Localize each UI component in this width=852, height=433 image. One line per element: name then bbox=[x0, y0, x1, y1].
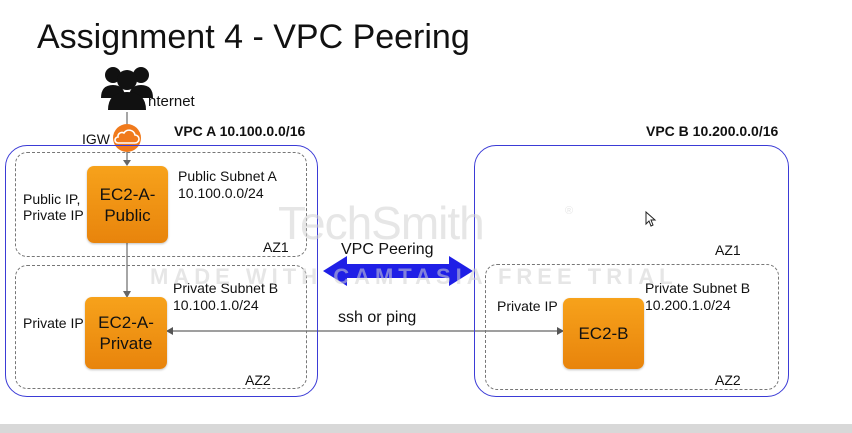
ec2-a-public[interactable]: EC2-A- Public bbox=[87, 166, 168, 243]
ec2-b[interactable]: EC2-B bbox=[563, 298, 644, 369]
public-subnet-a-name: Public Subnet A bbox=[178, 168, 277, 184]
private-subnet-a-box bbox=[15, 265, 307, 389]
mouse-cursor-icon bbox=[645, 210, 657, 227]
vpc-a-label: VPC A 10.100.0.0/16 bbox=[174, 123, 306, 139]
vpc-a-box bbox=[5, 145, 318, 397]
watermark-logo: TechSmith bbox=[278, 197, 485, 249]
private-subnet-b-cidr: 10.200.1.0/24 bbox=[645, 297, 731, 313]
vpc-a-az1-label: AZ1 bbox=[263, 239, 289, 255]
private-subnet-a-name: Private Subnet B bbox=[173, 280, 279, 296]
private-ip-a-label: Private IP bbox=[23, 315, 84, 331]
watermark-line: MADE WITH CAMTASIA FREE TRIAL bbox=[150, 264, 678, 289]
ec2-b-label: EC2-B bbox=[578, 324, 629, 343]
internet-label: nternet bbox=[148, 93, 195, 110]
private-subnet-b-box bbox=[485, 264, 779, 390]
ec2-a-public-label: EC2-A- Public bbox=[99, 184, 156, 225]
ssh-arrow-left bbox=[166, 327, 173, 335]
ec2-a-private-label: EC2-A- Private bbox=[98, 313, 154, 353]
public-subnet-a-cidr: 10.100.0.0/24 bbox=[178, 185, 264, 201]
users-icon bbox=[101, 67, 153, 110]
vpc-a-az2-label: AZ2 bbox=[245, 372, 271, 388]
vpc-peering-arrow bbox=[323, 256, 473, 286]
page-title: Assignment 4 - VPC Peering bbox=[37, 18, 470, 56]
vpc-peering-label: VPC Peering bbox=[341, 241, 434, 258]
vpc-b-box bbox=[474, 145, 789, 397]
igw-label: IGW bbox=[82, 131, 110, 147]
vpc-b-az2-label: AZ2 bbox=[715, 372, 741, 388]
vpc-b-az1-label: AZ1 bbox=[715, 242, 741, 258]
ssh-arrow-right bbox=[557, 327, 564, 335]
public-subnet-a-box bbox=[15, 152, 307, 257]
watermark-trademark: ® bbox=[565, 205, 574, 217]
vpc-b-label: VPC B 10.200.0.0/16 bbox=[646, 123, 779, 139]
private-subnet-b-name: Private Subnet B bbox=[645, 280, 751, 296]
ec2-a-private[interactable]: EC2-A- Private bbox=[85, 297, 167, 369]
private-ip-b-label: Private IP bbox=[497, 298, 558, 314]
public-ip-label: Public IP, Private IP bbox=[23, 191, 84, 223]
public-private-arrowhead bbox=[123, 291, 131, 298]
ssh-ping-label: ssh or ping bbox=[338, 309, 417, 326]
bottom-bar bbox=[0, 424, 852, 433]
private-subnet-a-cidr: 10.100.1.0/24 bbox=[173, 297, 259, 313]
igw-ec2-arrowhead bbox=[123, 160, 131, 166]
